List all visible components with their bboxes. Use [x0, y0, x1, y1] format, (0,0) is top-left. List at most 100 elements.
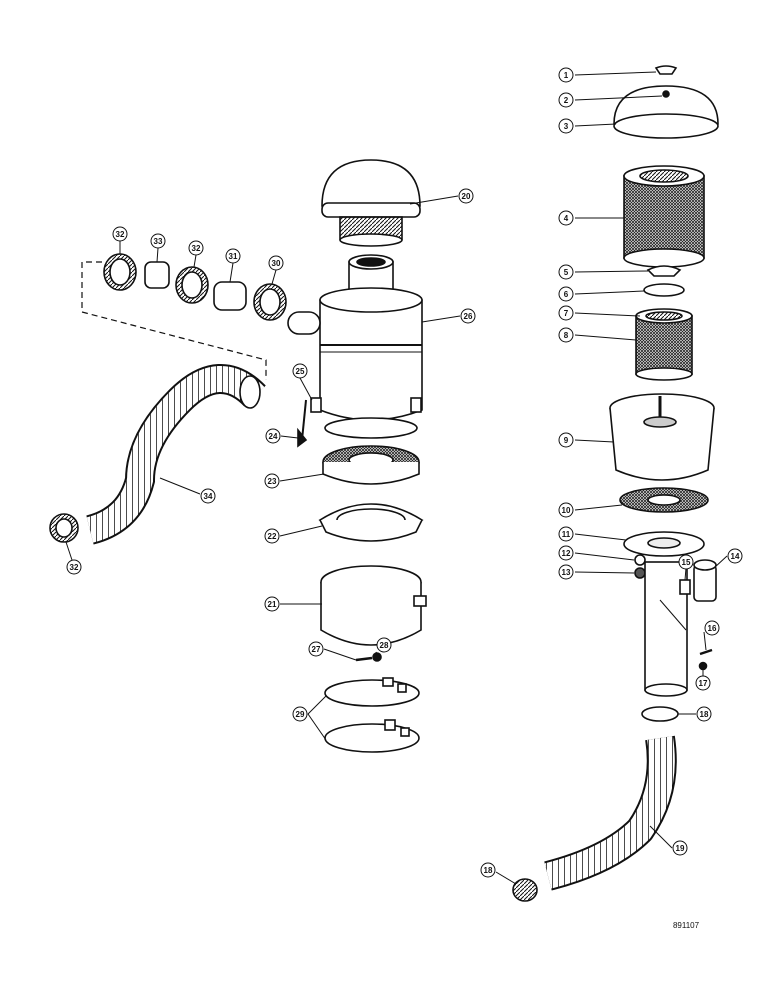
flange-nut	[634, 567, 646, 579]
callout-3: 3	[558, 118, 617, 134]
svg-text:22: 22	[268, 532, 277, 541]
callout-23: 23	[264, 473, 325, 489]
oil-cup	[320, 565, 427, 646]
reference-code: 891107	[673, 921, 700, 930]
svg-text:21: 21	[268, 600, 277, 609]
svg-text:32: 32	[116, 230, 125, 239]
svg-text:3: 3	[564, 122, 569, 131]
outlet-neck	[348, 254, 394, 301]
callout-9: 9	[558, 432, 615, 448]
band-clamps	[324, 677, 420, 753]
callout-29: 29	[292, 695, 327, 741]
tube-fitting	[679, 579, 691, 595]
svg-text:17: 17	[699, 679, 708, 688]
svg-text:27: 27	[312, 645, 321, 654]
svg-text:10: 10	[562, 506, 571, 515]
pre-filter-element	[322, 445, 420, 485]
main-filter-element	[623, 165, 705, 268]
left-flexible-hose	[85, 364, 266, 545]
callout-32-c: 32	[65, 541, 82, 575]
svg-text:29: 29	[296, 710, 305, 719]
svg-text:2: 2	[564, 96, 569, 105]
svg-text:13: 13	[562, 568, 571, 577]
hose-clamp-lower	[512, 878, 538, 902]
callout-27: 27	[308, 641, 357, 661]
wing-nut-top	[654, 65, 678, 75]
svg-text:24: 24	[269, 432, 278, 441]
callout-24: 24	[265, 428, 299, 444]
hose-clamp-bottom	[49, 513, 79, 543]
callout-1: 1	[558, 67, 657, 83]
left-air-cleaner-assembly	[49, 159, 427, 753]
svg-text:25: 25	[296, 367, 305, 376]
filter-bowl	[609, 393, 715, 481]
callout-7: 7	[558, 305, 641, 321]
callout-31: 31	[225, 248, 241, 283]
right-flexible-hose	[544, 735, 677, 891]
svg-text:28: 28	[380, 641, 389, 650]
callout-8: 8	[558, 327, 637, 343]
air-cleaner-body	[287, 287, 423, 439]
svg-text:32: 32	[192, 244, 201, 253]
svg-text:31: 31	[229, 252, 238, 261]
callout-17: 17	[695, 670, 711, 691]
wing-nut-middle	[646, 265, 682, 277]
svg-text:33: 33	[154, 237, 163, 246]
svg-text:7: 7	[564, 309, 569, 318]
side-elbow	[693, 559, 717, 602]
svg-text:5: 5	[564, 268, 569, 277]
svg-text:32: 32	[70, 563, 79, 572]
outlet-tube	[644, 561, 688, 697]
drain-bolt	[698, 648, 713, 671]
svg-text:19: 19	[676, 844, 685, 853]
gasket-ring	[643, 283, 685, 297]
callout-32-a: 32	[112, 226, 128, 254]
callout-12: 12	[558, 545, 635, 561]
svg-text:15: 15	[682, 558, 691, 567]
callout-13: 13	[558, 564, 635, 580]
svg-text:1: 1	[564, 71, 569, 80]
retaining-rod	[297, 399, 308, 448]
svg-text:18: 18	[700, 710, 709, 719]
callout-28: 28	[375, 637, 392, 655]
hose-clamp-upper	[641, 706, 679, 722]
callout-26: 26	[421, 308, 476, 324]
svg-text:30: 30	[272, 259, 281, 268]
callout-18-upper: 18	[678, 706, 712, 722]
svg-text:34: 34	[204, 492, 213, 501]
inner-filter-element	[635, 308, 693, 381]
callout-5: 5	[558, 264, 649, 280]
hose-couplings	[103, 253, 287, 321]
svg-text:9: 9	[564, 436, 569, 445]
svg-text:18: 18	[484, 866, 493, 875]
callout-2: 2	[558, 92, 663, 108]
svg-text:8: 8	[564, 331, 569, 340]
callout-14: 14	[713, 548, 743, 569]
svg-text:16: 16	[708, 624, 717, 633]
mounting-flange	[623, 531, 705, 557]
svg-text:4: 4	[564, 214, 569, 223]
svg-text:26: 26	[464, 312, 473, 321]
svg-text:14: 14	[731, 552, 740, 561]
lock-washer	[634, 554, 646, 566]
callout-11: 11	[558, 526, 627, 542]
bolt-and-nut	[355, 652, 382, 662]
callout-16: 16	[703, 620, 720, 651]
svg-text:23: 23	[268, 477, 277, 486]
right-air-cleaner-assembly	[512, 65, 719, 902]
dashed-connector	[81, 261, 267, 380]
baffle-tray	[318, 503, 424, 542]
callout-4: 4	[558, 210, 624, 226]
callout-20: 20	[409, 188, 474, 205]
callout-22: 22	[264, 525, 323, 544]
svg-text:20: 20	[462, 192, 471, 201]
callout-25: 25	[292, 363, 313, 401]
precleaner-cap	[321, 159, 421, 247]
callout-15: 15	[678, 554, 694, 581]
top-cover	[613, 85, 719, 139]
callout-10: 10	[558, 502, 623, 518]
svg-text:6: 6	[564, 290, 569, 299]
callout-33: 33	[150, 233, 166, 263]
callout-19: 19	[649, 825, 688, 856]
